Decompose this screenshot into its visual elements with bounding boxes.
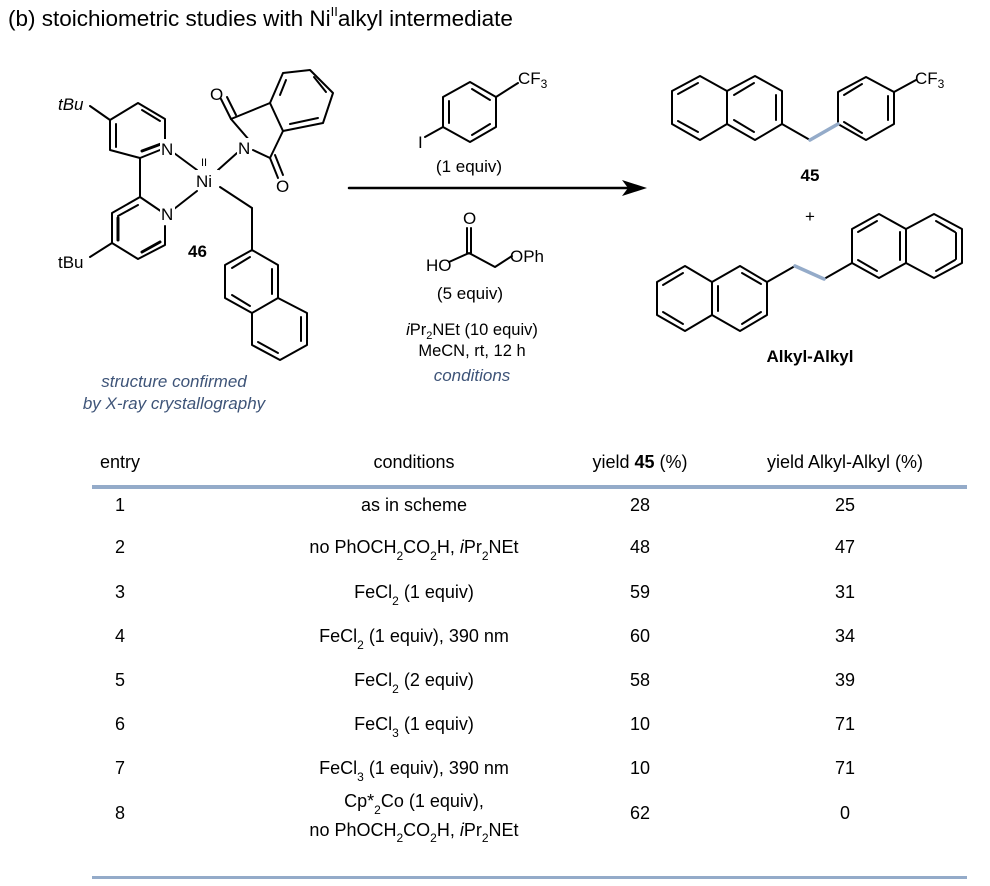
conditions-cell: Cp*2Co (1 equiv),no PhOCH2CO2H, iPr2NEt <box>309 791 519 846</box>
yield-45-cell: 60 <box>629 626 651 646</box>
conditions-label: conditions <box>434 366 511 385</box>
iodine-label: I <box>418 133 423 152</box>
yield-45-cell: 59 <box>629 582 651 602</box>
phthalimide-group <box>220 69 334 179</box>
aryl-iodide-structure <box>424 81 519 143</box>
xray-caption-line1: structure confirmed <box>101 372 247 391</box>
new-bond-highlight-45 <box>808 122 840 142</box>
conditions-cell: FeCl3 (1 equiv) <box>354 714 474 740</box>
reagent-amount-1: (1 equiv) <box>436 157 502 176</box>
product-45-structure <box>671 75 917 141</box>
yield-45-cell: 48 <box>629 537 651 557</box>
bipyridine-ligand <box>89 102 166 260</box>
nitrogen-label: N <box>161 140 173 159</box>
compound-45-label: 45 <box>801 166 820 185</box>
reaction-scheme: tBu tBu N N N Ni II O O 46 structure con… <box>58 69 963 413</box>
conditions-cell: as in scheme <box>360 495 468 515</box>
header-conditions: conditions <box>373 452 455 472</box>
yield-45-cell: 10 <box>629 714 651 734</box>
tbu-label-bottom: tBu <box>58 253 84 272</box>
header-rule <box>92 485 967 489</box>
entry-cell: 1 <box>114 495 126 515</box>
header-yield-45: yield 45 (%) <box>592 452 688 472</box>
figure-title: (b) stoichiometric studies with NiIIalky… <box>8 4 513 32</box>
new-bond-highlight-alkyl <box>793 264 826 281</box>
nitrogen-label: N <box>161 205 173 224</box>
acid-ho-label: HO <box>426 256 452 275</box>
solvent-line: MeCN, rt, 12 h <box>418 342 525 360</box>
oxygen-label: O <box>210 85 223 104</box>
xray-caption-line2: by X-ray crystallography <box>83 394 267 413</box>
acid-oxygen-label: O <box>463 209 476 228</box>
yield-alkyl-alkyl-cell: 25 <box>834 495 856 515</box>
yield-alkyl-alkyl-cell: 34 <box>834 626 856 646</box>
alkyl-alkyl-structure <box>656 213 963 332</box>
entry-cell: 5 <box>114 670 126 690</box>
cf3-label: CF3 <box>518 69 548 91</box>
yield-45-cell: 62 <box>629 803 651 823</box>
entry-cell: 6 <box>114 714 126 734</box>
oxygen-label: O <box>276 177 289 196</box>
conditions-cell: no PhOCH2CO2H, iPr2NEt <box>309 537 519 563</box>
title-text: (b) stoichiometric studies with Ni <box>8 6 331 31</box>
acid-oph-label: OPh <box>510 247 544 266</box>
conditions-cell: FeCl2 (2 equiv) <box>354 670 474 696</box>
yield-alkyl-alkyl-cell: 71 <box>834 714 856 734</box>
yield-45-cell: 10 <box>629 758 651 778</box>
header-entry: entry <box>99 452 141 472</box>
yield-45-cell: 58 <box>629 670 651 690</box>
yield-alkyl-alkyl-cell: 31 <box>834 582 856 602</box>
yield-45-cell: 28 <box>629 495 651 515</box>
title-superscript: II <box>330 4 338 19</box>
yield-alkyl-alkyl-cell: 0 <box>839 803 851 823</box>
yield-alkyl-alkyl-cell: 71 <box>834 758 856 778</box>
arrow-head-icon <box>622 180 647 196</box>
bottom-rule <box>92 876 967 879</box>
conditions-cell: FeCl3 (1 equiv), 390 nm <box>319 758 509 784</box>
plus-sign: + <box>805 207 815 226</box>
entry-cell: 2 <box>114 537 126 557</box>
tbu-label-top: tBu <box>58 95 84 114</box>
header-yield-alkyl-alkyl: yield Alkyl-Alkyl (%) <box>766 452 924 472</box>
title-text-suffix: alkyl intermediate <box>337 6 513 31</box>
yield-alkyl-alkyl-cell: 47 <box>834 537 856 557</box>
nickel-label: Ni <box>196 172 212 191</box>
yield-alkyl-alkyl-cell: 39 <box>834 670 856 690</box>
reagent-amount-2: (5 equiv) <box>437 284 503 303</box>
product-cf3-label: CF3 <box>915 69 945 91</box>
entry-cell: 3 <box>114 582 126 602</box>
conditions-cell: FeCl2 (1 equiv) <box>354 582 474 608</box>
entry-cell: 7 <box>114 758 126 778</box>
conditions-cell: FeCl2 (1 equiv), 390 nm <box>319 626 509 652</box>
base-line: iPr2NEt (10 equiv) <box>406 321 538 342</box>
entry-cell: 4 <box>114 626 126 646</box>
oxidation-state-label: II <box>201 157 207 169</box>
entry-cell: 8 <box>114 803 126 823</box>
compound-46-label: 46 <box>188 242 207 261</box>
phenoxyacetic-acid-structure <box>448 227 513 268</box>
nitrogen-label: N <box>238 139 250 158</box>
naphthylmethyl-group <box>224 207 308 361</box>
alkyl-alkyl-label: Alkyl-Alkyl <box>767 347 854 366</box>
